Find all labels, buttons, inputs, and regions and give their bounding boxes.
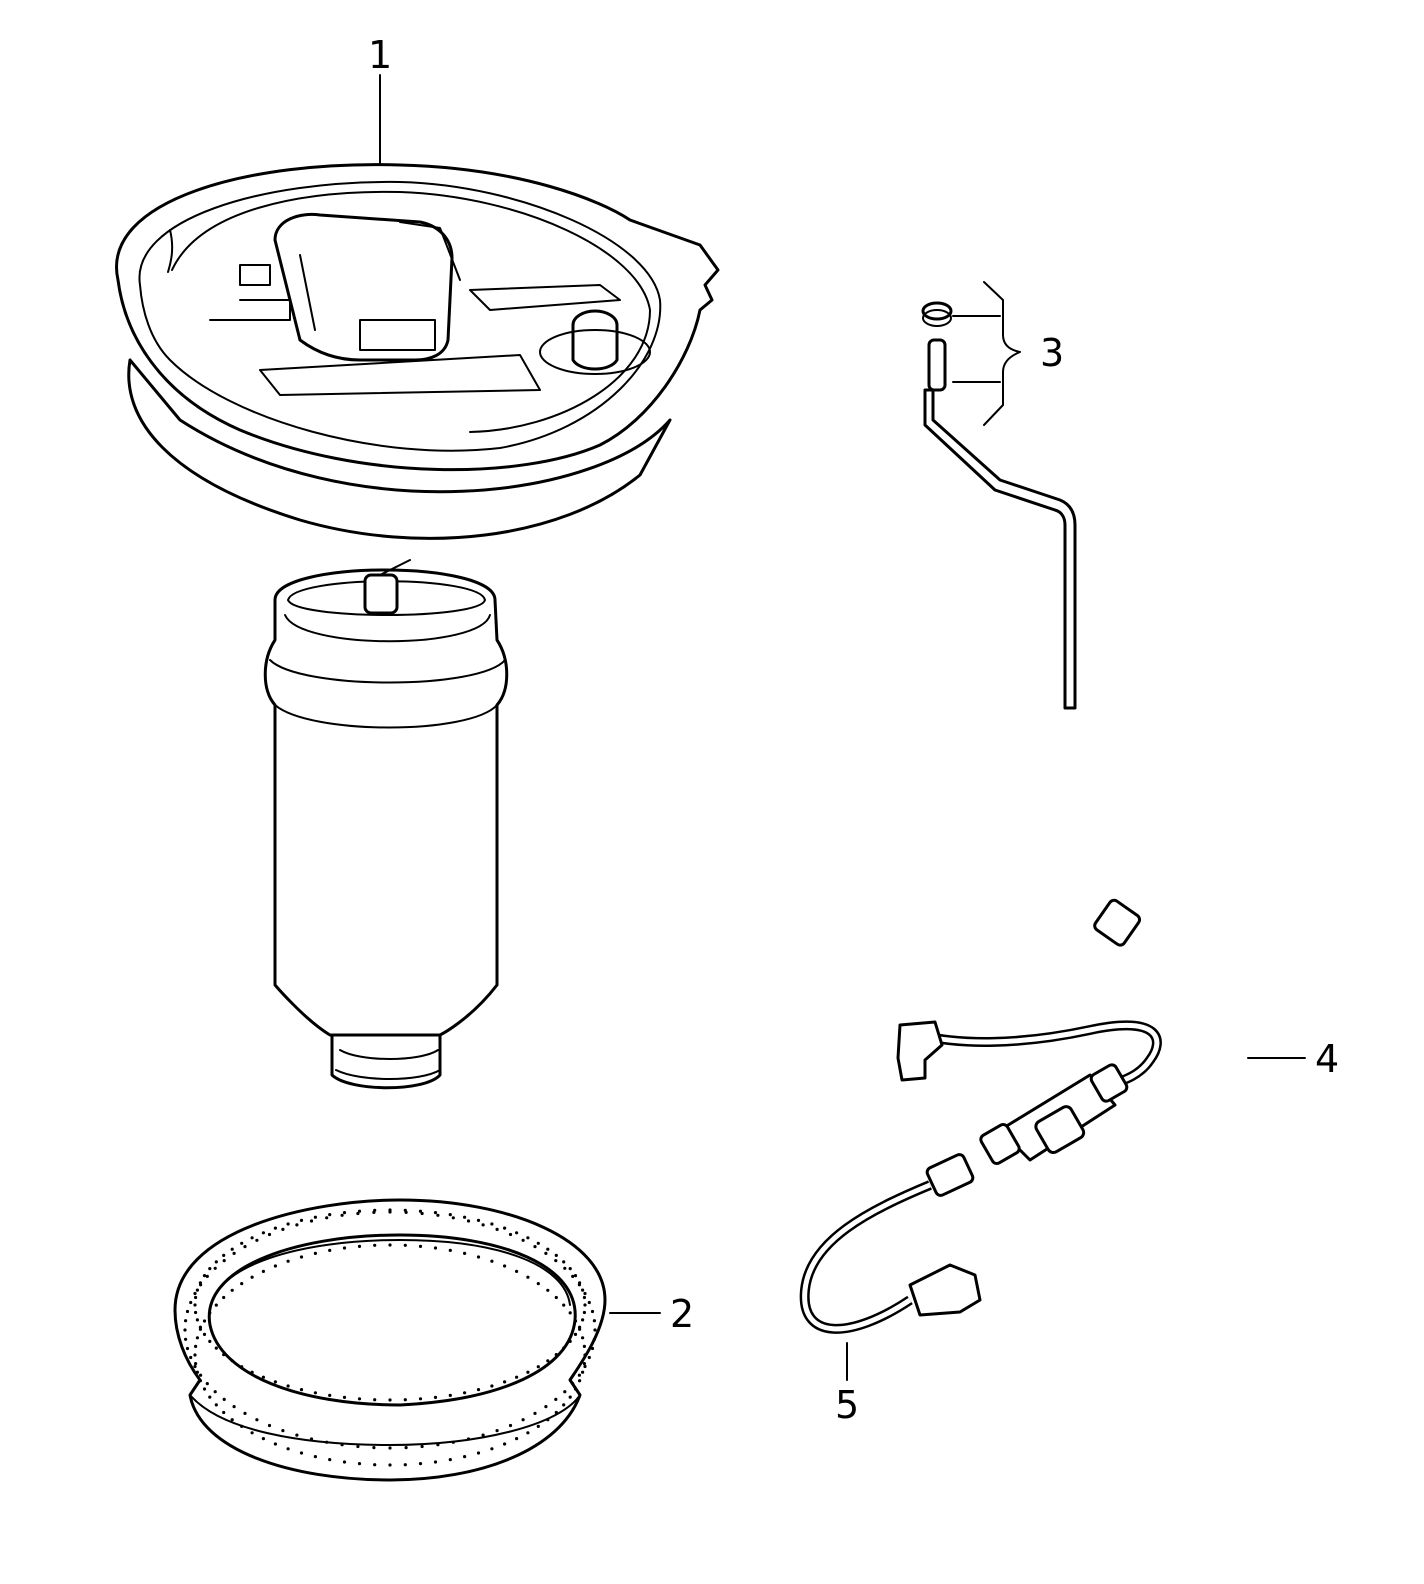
- breather-line: [921, 301, 1077, 710]
- fuel-pump-assembly: [115, 163, 720, 1090]
- callout-5: 5: [835, 1383, 859, 1427]
- callout-2: 2: [670, 1292, 694, 1336]
- seal-ring: [173, 1198, 607, 1482]
- callout-4: 4: [1315, 1037, 1339, 1081]
- fuel-hose-assembly: [799, 898, 1239, 1334]
- callout-3: 3: [1040, 331, 1064, 375]
- seal-dots: [183, 1208, 597, 1467]
- callout-1: 1: [368, 33, 392, 77]
